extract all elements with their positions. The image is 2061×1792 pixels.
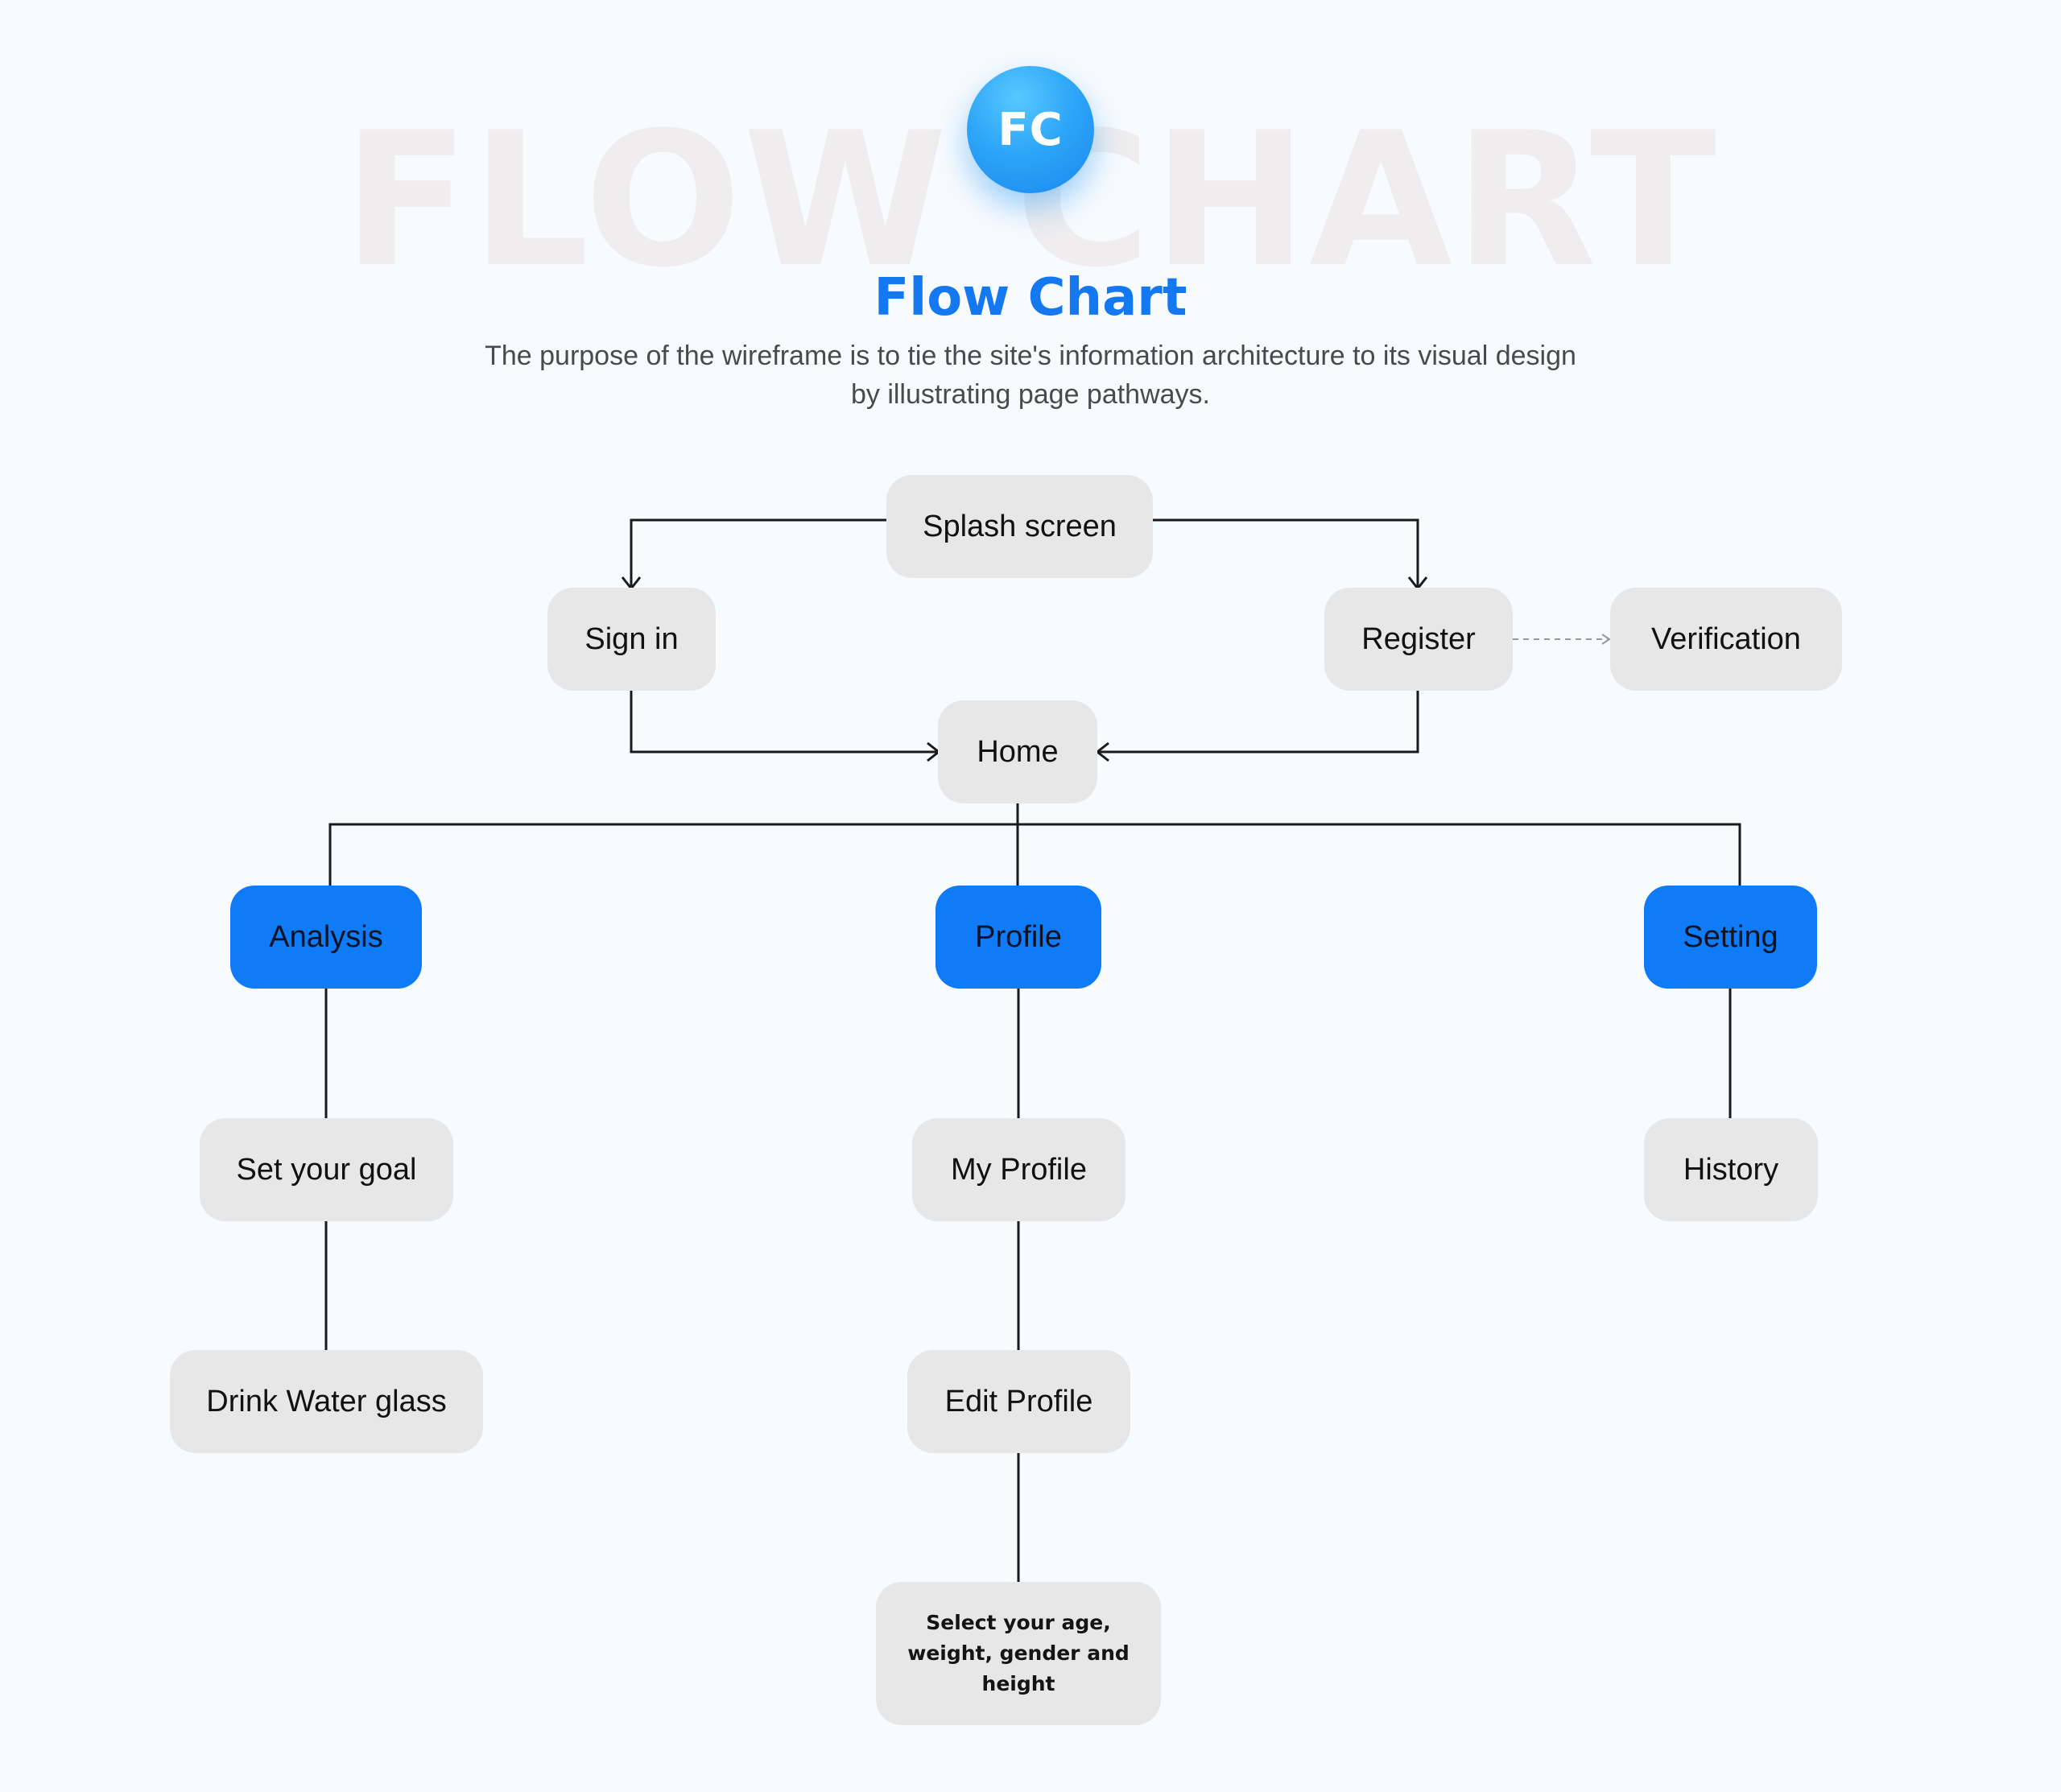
arrowhead-home-right [1095, 741, 1109, 762]
page-title: Flow Chart [874, 268, 1187, 328]
edge-register-home [1098, 691, 1419, 754]
arrowhead-verification [1601, 634, 1611, 645]
node-drink-water-glass[interactable]: Drink Water glass [170, 1350, 483, 1453]
fc-logo: FC [967, 66, 1094, 193]
edge-splash-register [1153, 518, 1419, 588]
node-setting[interactable]: Setting [1644, 886, 1817, 989]
edge-signin-home [630, 691, 938, 754]
edge-home-analysis [328, 823, 1018, 886]
logo-text: FC [997, 103, 1064, 156]
node-set-your-goal[interactable]: Set your goal [200, 1118, 453, 1221]
node-home[interactable]: Home [938, 700, 1097, 803]
node-register[interactable]: Register [1324, 588, 1513, 691]
node-sign-in[interactable]: Sign in [547, 588, 716, 691]
node-my-profile[interactable]: My Profile [912, 1118, 1125, 1221]
node-select-details[interactable]: Select your age, weight, gender and heig… [876, 1582, 1161, 1725]
node-analysis[interactable]: Analysis [230, 886, 422, 989]
node-profile[interactable]: Profile [936, 886, 1101, 989]
node-splash-screen[interactable]: Splash screen [886, 475, 1153, 578]
node-history[interactable]: History [1644, 1118, 1818, 1221]
node-verification[interactable]: Verification [1610, 588, 1842, 691]
node-edit-profile[interactable]: Edit Profile [907, 1350, 1130, 1453]
edge-splash-signin [630, 518, 886, 588]
edge-home-setting [1018, 823, 1741, 886]
page-subtitle: The purpose of the wireframe is to tie t… [485, 341, 1576, 410]
